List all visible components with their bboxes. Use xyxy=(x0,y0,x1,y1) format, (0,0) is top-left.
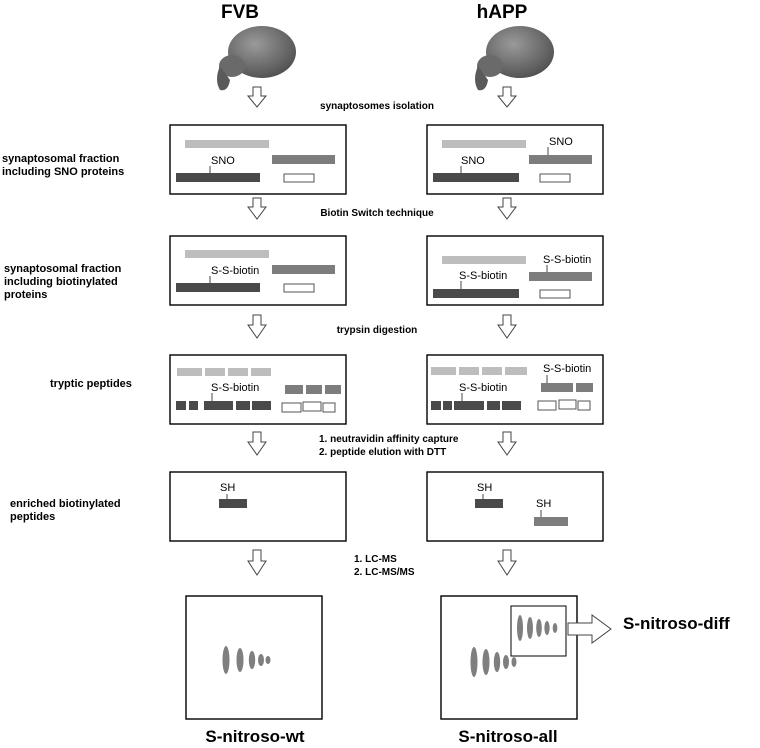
biotin-panel-happ: S-S-biotin S-S-biotin xyxy=(426,235,604,306)
right-arrow-icon xyxy=(567,614,612,644)
down-arrow-icon-l4 xyxy=(247,431,267,456)
column-title-fvb: FVB xyxy=(221,2,259,23)
step-biotin-switch: Biotin Switch technique xyxy=(320,208,434,219)
brain-icon-fvb xyxy=(217,26,296,91)
result-wt: S-nitroso-wt xyxy=(205,727,304,746)
down-arrow-icon-r5 xyxy=(497,549,517,576)
down-arrow-icon-l5 xyxy=(247,549,267,576)
sh-label: SH xyxy=(220,482,235,494)
step-lcms: 1. LC-MS xyxy=(354,554,397,565)
step-lcmsms: 2. LC-MS/MS xyxy=(354,567,415,578)
sno-panel-fvb: SNO xyxy=(169,124,347,195)
row-label-1b: including SNO proteins xyxy=(2,166,124,178)
down-arrow-icon-l2 xyxy=(247,197,267,220)
enriched-panel-fvb: SH xyxy=(169,471,347,542)
step-synaptosomes-isolation: synaptosomes isolation xyxy=(320,101,434,112)
row-label-4b: peptides xyxy=(10,511,55,523)
ssbiotin-label: S-S-biotin xyxy=(543,254,591,266)
row-label-2a: synaptosomal fraction xyxy=(4,263,122,275)
ssbiotin-label: S-S-biotin xyxy=(459,382,507,394)
down-arrow-icon-l3 xyxy=(247,314,267,339)
down-arrow-icon-r2 xyxy=(497,197,517,220)
enriched-panel-happ: SH SH xyxy=(426,471,604,542)
step-trypsin-digestion: trypsin digestion xyxy=(337,325,418,336)
tryptic-panel-happ: S-S-biotin S-S-biotin xyxy=(426,354,604,425)
down-arrow-icon-r3 xyxy=(497,314,517,339)
row-label-1a: synaptosomal fraction xyxy=(2,153,120,165)
down-arrow-icon-r1 xyxy=(496,86,518,108)
sno-panel-happ: SNO SNO xyxy=(426,124,604,195)
column-title-happ: hAPP xyxy=(477,2,528,23)
down-arrow-icon-l1 xyxy=(246,86,268,108)
step-neutravidin-capture: 1. neutravidin affinity capture xyxy=(319,434,459,445)
ms-panel-all xyxy=(440,595,578,720)
sh-label: SH xyxy=(536,498,551,510)
tryptic-panel-fvb: S-S-biotin xyxy=(169,354,347,425)
sno-label: SNO xyxy=(549,136,573,148)
diff-highlight-box xyxy=(510,605,567,657)
ssbiotin-label: S-S-biotin xyxy=(211,265,259,277)
step-peptide-elution: 2. peptide elution with DTT xyxy=(319,447,446,458)
result-all: S-nitroso-all xyxy=(458,727,557,746)
brain-icon-happ xyxy=(475,26,554,91)
ssbiotin-label: S-S-biotin xyxy=(211,382,259,394)
row-label-4a: enriched biotinylated xyxy=(10,498,121,510)
biotin-panel-fvb: S-S-biotin xyxy=(169,235,347,306)
sno-label: SNO xyxy=(211,155,235,167)
row-label-2c: proteins xyxy=(4,289,47,301)
row-label-2b: including biotinylated xyxy=(4,276,118,288)
down-arrow-icon-r4 xyxy=(497,431,517,456)
ssbiotin-label: S-S-biotin xyxy=(543,363,591,375)
ms-panel-wt xyxy=(185,595,323,720)
row-label-3: tryptic peptides xyxy=(50,378,132,390)
sh-label: SH xyxy=(477,482,492,494)
ssbiotin-label: S-S-biotin xyxy=(459,270,507,282)
sno-label: SNO xyxy=(461,155,485,167)
result-diff: S-nitroso-diff xyxy=(623,614,730,633)
